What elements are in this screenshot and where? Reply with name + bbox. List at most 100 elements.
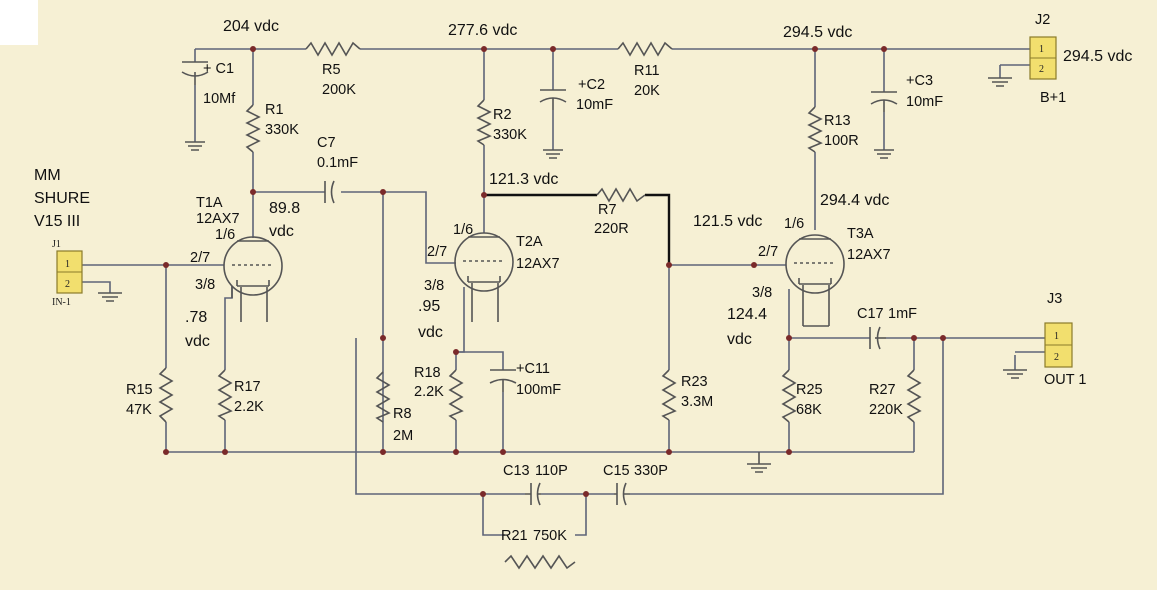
r17-val: 2.2K <box>234 399 264 415</box>
voltage-294-rail: 294.5 vdc <box>783 24 852 41</box>
r5-ref: R5 <box>322 62 341 78</box>
c3-capacitor <box>870 91 898 112</box>
t2-pin-top: 1/6 <box>453 222 473 238</box>
t2-pin-grid: 2/7 <box>427 244 447 260</box>
c2-val: 10mF <box>576 97 613 113</box>
r1-ref: R1 <box>265 102 284 118</box>
c13-capacitor <box>525 482 541 506</box>
j3-pin2: 2 <box>1054 352 1059 363</box>
tubes <box>223 232 845 327</box>
ground-c1 <box>185 141 205 151</box>
wires <box>82 48 1045 536</box>
voltage-95: .95 <box>418 298 440 315</box>
r2-val: 330K <box>493 127 527 143</box>
ground-c2 <box>543 149 563 159</box>
c3-val: 10mF <box>906 94 943 110</box>
voltage-121-3: 121.3 vdc <box>489 171 558 188</box>
c17-val: 1mF <box>888 306 917 322</box>
c2-capacitor <box>539 89 567 110</box>
voltage-277: 277.6 vdc <box>448 22 517 39</box>
r23-resistor <box>661 369 677 421</box>
t3-ref: T3A <box>847 226 874 242</box>
voltage-78-unit: vdc <box>185 333 210 350</box>
c15-val: 330P <box>634 463 668 479</box>
j3-pin1: 1 <box>1054 331 1059 342</box>
c1-ref: + C1 <box>203 61 234 77</box>
voltage-95-unit: vdc <box>418 324 443 341</box>
r21-resistor <box>504 554 576 570</box>
ground-j3 <box>1003 369 1027 379</box>
r21-val: 750K <box>533 528 567 544</box>
t1-pin-grid: 2/7 <box>190 250 210 266</box>
c15-capacitor <box>614 482 630 506</box>
r27-ref: R27 <box>869 382 896 398</box>
r2-ref: R2 <box>493 107 512 123</box>
j1-ref: J1 <box>52 239 61 250</box>
r21-ref: R21 <box>501 528 528 544</box>
j1-pin1: 1 <box>65 259 70 270</box>
c7-val: 0.1mF <box>317 155 358 171</box>
ground-j2 <box>988 77 1012 87</box>
voltage-78: .78 <box>185 309 207 326</box>
r18-val: 2.2K <box>414 384 444 400</box>
c1-val: 10Mf <box>203 91 236 107</box>
c11-val: 100mF <box>516 382 561 398</box>
r13-ref: R13 <box>824 113 851 129</box>
r8-val: 2M <box>393 428 413 444</box>
voltage-294-out: 294.5 vdc <box>1063 48 1132 65</box>
j1-label: IN-1 <box>52 297 71 308</box>
t2-pin-cath: 3/8 <box>424 278 444 294</box>
voltage-89-unit: vdc <box>269 223 294 240</box>
j3-ref: J3 <box>1047 291 1062 307</box>
r15-val: 47K <box>126 402 152 418</box>
bold-wire <box>484 193 671 265</box>
ground-j1 <box>98 292 122 302</box>
connector-j2: 1 2 <box>1029 36 1057 80</box>
c15-ref: C15 <box>603 463 630 479</box>
t2-ref: T2A <box>516 234 543 250</box>
tube-t2a <box>454 232 514 322</box>
c13-val: 110P <box>535 463 568 479</box>
r18-ref: R18 <box>414 365 441 381</box>
voltage-124: 124.4 <box>727 306 767 323</box>
t1-ref: T1A <box>196 195 223 211</box>
r23-ref: R23 <box>681 374 708 390</box>
c2-ref: +C2 <box>578 77 605 93</box>
j2-pin2: 2 <box>1039 64 1044 75</box>
c7-ref: C7 <box>317 135 336 151</box>
resistors <box>158 41 922 570</box>
c13-ref: C13 <box>503 463 530 479</box>
r27-resistor <box>906 369 922 423</box>
c1-capacitor <box>181 61 209 85</box>
r8-resistor <box>375 371 391 423</box>
voltage-204: 204 vdc <box>223 18 279 35</box>
r18-resistor <box>448 369 464 421</box>
t1-type: 12AX7 <box>196 211 240 227</box>
t3-type: 12AX7 <box>847 247 891 263</box>
r15-ref: R15 <box>126 382 153 398</box>
r1-resistor <box>245 104 261 153</box>
r17-resistor <box>217 369 233 421</box>
r7-resistor <box>596 187 646 203</box>
t2-type: 12AX7 <box>516 256 560 272</box>
r8-ref: R8 <box>393 406 412 422</box>
ground-main <box>747 452 771 473</box>
c11-ref: +C11 <box>516 361 550 377</box>
capacitors <box>181 61 898 506</box>
t3-pin-grid: 2/7 <box>758 244 778 260</box>
r5-resistor <box>305 41 361 57</box>
connector-j3: 1 2 <box>1044 322 1073 368</box>
j1-pin2: 2 <box>65 279 70 290</box>
r2-resistor <box>476 99 492 146</box>
r13-val: 100R <box>824 133 859 149</box>
r7-val: 220R <box>594 221 629 237</box>
r13-resistor <box>807 106 823 153</box>
voltage-121-5: 121.5 vdc <box>693 213 762 230</box>
t3-pin-top: 1/6 <box>784 216 804 232</box>
r1-val: 330K <box>265 122 299 138</box>
tube-t1a <box>223 236 283 322</box>
r11-resistor <box>617 41 673 57</box>
j2-ref: J2 <box>1035 12 1050 28</box>
